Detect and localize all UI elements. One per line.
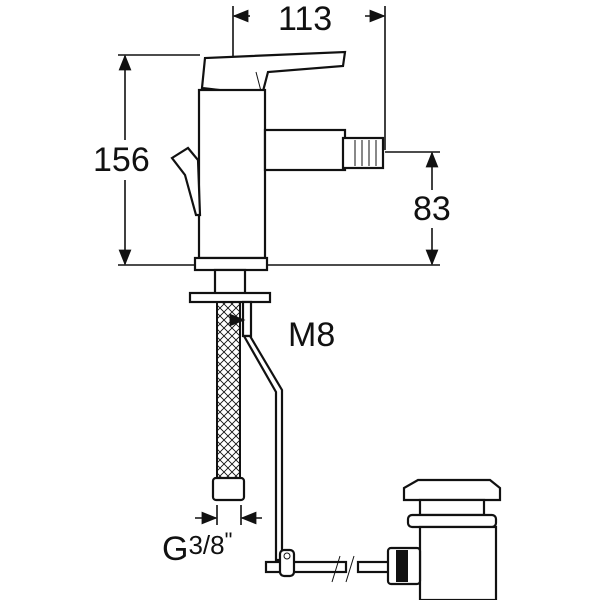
faucet-body [170,50,385,304]
hose-thread-unit: " [224,528,233,553]
flexible-hose [195,301,262,525]
dimension-width-label: 113 [278,0,333,38]
dimension-113-lines [232,6,386,150]
hose-thread-label: G3/8" [162,528,233,568]
dimension-156-lines [118,54,440,266]
hose-thread-prefix: G [162,530,189,568]
pop-up-waste [386,478,502,600]
dimension-spout-height-label: 83 [413,190,451,228]
hose-thread-fraction: 3/8 [188,530,225,560]
dimension-83-lines [385,151,440,266]
dimension-height-label: 156 [93,141,150,179]
rod-thread-label: M8 [288,316,336,354]
